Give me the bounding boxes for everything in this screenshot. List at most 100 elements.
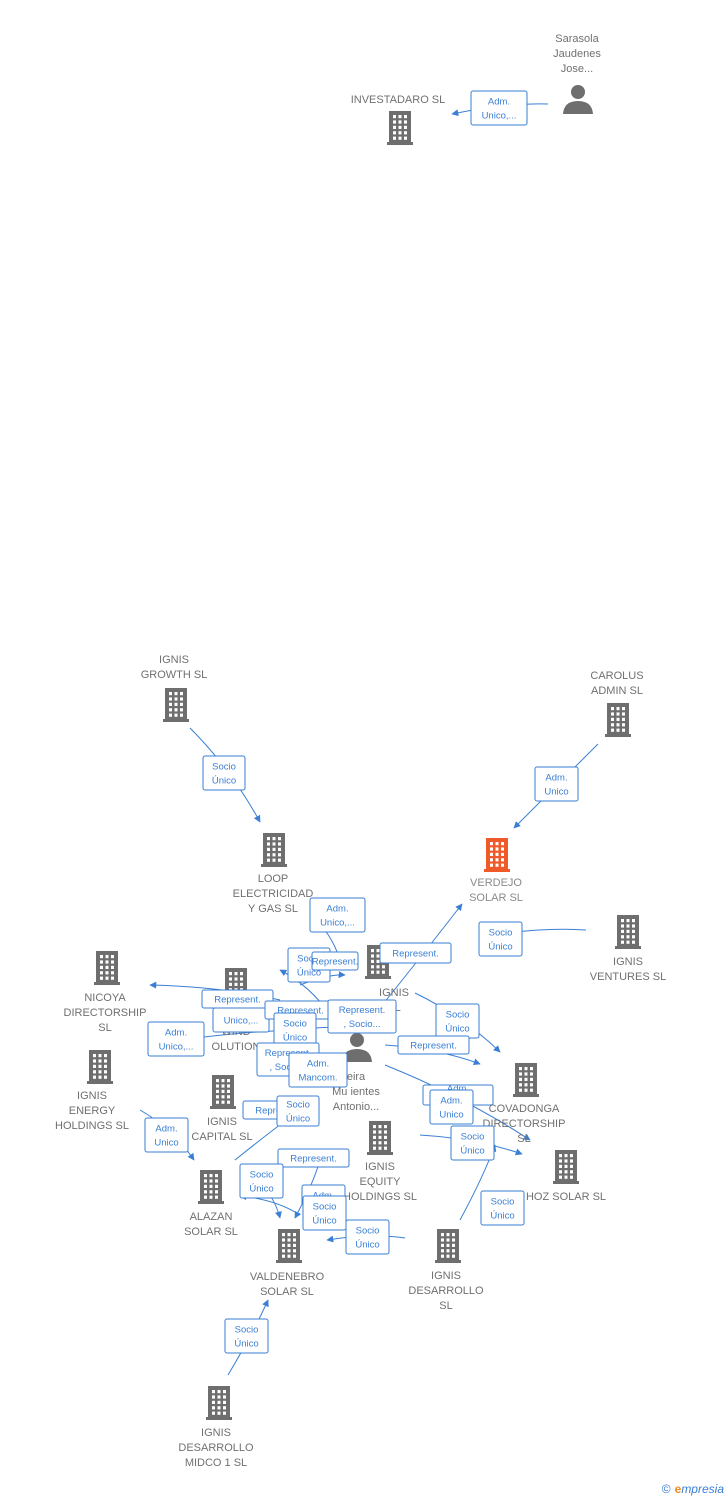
edge-label-e-represent-under[interactable]: Represent. bbox=[311, 951, 359, 971]
edge-label-e-adm-hoz[interactable]: Adm.Unico bbox=[429, 1089, 474, 1125]
node-hoz[interactable]: HOZ SOLAR SL bbox=[526, 1150, 606, 1203]
node-label: IGNIS bbox=[201, 1427, 231, 1439]
edge-label-text: Adm. bbox=[326, 904, 348, 915]
node-label: NICOYA bbox=[84, 992, 126, 1004]
building-icon bbox=[261, 833, 287, 867]
edge-label-text: Único bbox=[460, 1146, 484, 1157]
node-label: IGNIS bbox=[207, 1116, 237, 1128]
edge-label-box bbox=[480, 1190, 525, 1226]
node-alazan[interactable]: ALAZAN SOLAR SL bbox=[184, 1170, 238, 1238]
node-ignis-midco[interactable]: IGNIS DESARROLLO MIDCO 1 SL bbox=[178, 1386, 254, 1469]
node-label: COVADONGA bbox=[489, 1103, 560, 1115]
node-label: SOLAR SL bbox=[260, 1286, 314, 1298]
edge-label-e-adm-mancom[interactable]: Adm. Mancom. bbox=[288, 1052, 348, 1088]
edge-label-box bbox=[345, 1219, 390, 1255]
copyright-symbol: © bbox=[661, 1482, 671, 1496]
edge-label-text: Represent. bbox=[290, 1154, 336, 1165]
edge-label-e-carolus-verdejo[interactable]: Adm.Unico bbox=[534, 766, 579, 802]
node-investadaro[interactable]: INVESTADARO SL bbox=[351, 94, 446, 145]
edge-label-e-adm-energy[interactable]: Adm. Unico bbox=[144, 1117, 189, 1153]
building-icon bbox=[210, 1075, 236, 1109]
node-label: DIRECTORSHIP bbox=[483, 1118, 566, 1130]
edge-label-e-represent-right[interactable]: Represent. bbox=[397, 1035, 470, 1055]
node-label: IGNIS bbox=[77, 1090, 107, 1102]
node-ignis-ventures[interactable]: IGNIS VENTURES SL bbox=[590, 915, 666, 983]
edge-label-box bbox=[478, 921, 523, 957]
edge-label-text: Único bbox=[355, 1240, 379, 1251]
edge-label-box bbox=[302, 1195, 347, 1231]
edge-label-text: Represent. bbox=[265, 1048, 311, 1059]
edge-label-text: Unico,... bbox=[320, 918, 355, 929]
edge-label-text: Socio bbox=[286, 1100, 310, 1111]
edge-label-e-represent-equity[interactable]: Represent. bbox=[277, 1148, 350, 1168]
edge-label-text: , Socio... bbox=[270, 1062, 307, 1073]
edge-label-text: Único bbox=[488, 942, 512, 953]
edge-label-text: Adm. bbox=[488, 97, 510, 108]
node-ignis-sl[interactable]: IGNISSL bbox=[365, 945, 409, 1014]
node-label: IGNIS bbox=[613, 956, 643, 968]
edge-label-e-represent-nicoya[interactable]: Represent. bbox=[201, 989, 274, 1009]
edge-label-text: Mancom. bbox=[298, 1073, 337, 1084]
edge-label-text: Adm. bbox=[155, 1124, 177, 1135]
edge-label-text: Unico bbox=[154, 1138, 178, 1149]
node-label: ALAZAN bbox=[190, 1211, 233, 1223]
node-label: SOLAR SL bbox=[469, 892, 523, 904]
node-sarasola[interactable]: SarasolaJaudenesJose... bbox=[553, 33, 601, 114]
node-label: DESARROLLO bbox=[178, 1442, 254, 1454]
node-label: EQUITY bbox=[360, 1176, 402, 1188]
node-label: LOOP bbox=[258, 873, 289, 885]
node-label: MIDCO 1 SL bbox=[185, 1457, 247, 1469]
edge-label-text: Único bbox=[286, 1114, 310, 1125]
edge-label-text: Unico bbox=[439, 1110, 463, 1121]
node-label: OLUTION bbox=[212, 1041, 261, 1053]
edge-label-e-admunico-nicoya[interactable]: Adm.Unico,... bbox=[147, 1021, 205, 1057]
edge-label-text: Adm. bbox=[545, 773, 567, 784]
edge-label-box bbox=[309, 897, 366, 933]
edge-label-e-unico-b[interactable]: Unico,... bbox=[212, 1007, 270, 1033]
edge-label-text: Unico,... bbox=[224, 1016, 259, 1027]
edge-label-text: Único bbox=[445, 1024, 469, 1035]
node-label: HOZ SOLAR SL bbox=[526, 1191, 606, 1203]
node-ignis-energy[interactable]: IGNIS ENERGY HOLDINGS SL bbox=[55, 1050, 129, 1132]
edge-label-text: Represent. bbox=[277, 1006, 323, 1017]
node-label: VENTURES SL bbox=[590, 971, 666, 983]
edge-label-text: Socio bbox=[446, 1010, 470, 1021]
edge-label-e-represent-socio[interactable]: Represent., Socio... bbox=[327, 999, 397, 1034]
building-icon bbox=[87, 1050, 113, 1084]
edge-label-box bbox=[379, 942, 452, 964]
node-label: ENERGY bbox=[69, 1105, 116, 1117]
edge-label-text: Represent. bbox=[312, 957, 358, 968]
node-label: SOLAR SL bbox=[184, 1226, 238, 1238]
edge-label-e-represent-verdejo[interactable]: Represent. bbox=[379, 942, 452, 964]
edge-label-e-sarasola-investadaro[interactable]: Adm.Unico,... bbox=[470, 90, 528, 126]
edge-label-e-admunico-loop[interactable]: Adm. Unico,... bbox=[309, 897, 366, 933]
node-label: ELECTRICIDAD bbox=[233, 888, 314, 900]
node-label: SL bbox=[517, 1133, 530, 1145]
edge-label-text: Adm. bbox=[307, 1059, 329, 1070]
node-label: HOLDINGS SL bbox=[55, 1120, 129, 1132]
node-covadonga[interactable]: COVADONGA DIRECTORSHIP SL bbox=[483, 1063, 566, 1145]
edge-label-text: , Socio... bbox=[344, 1019, 381, 1030]
